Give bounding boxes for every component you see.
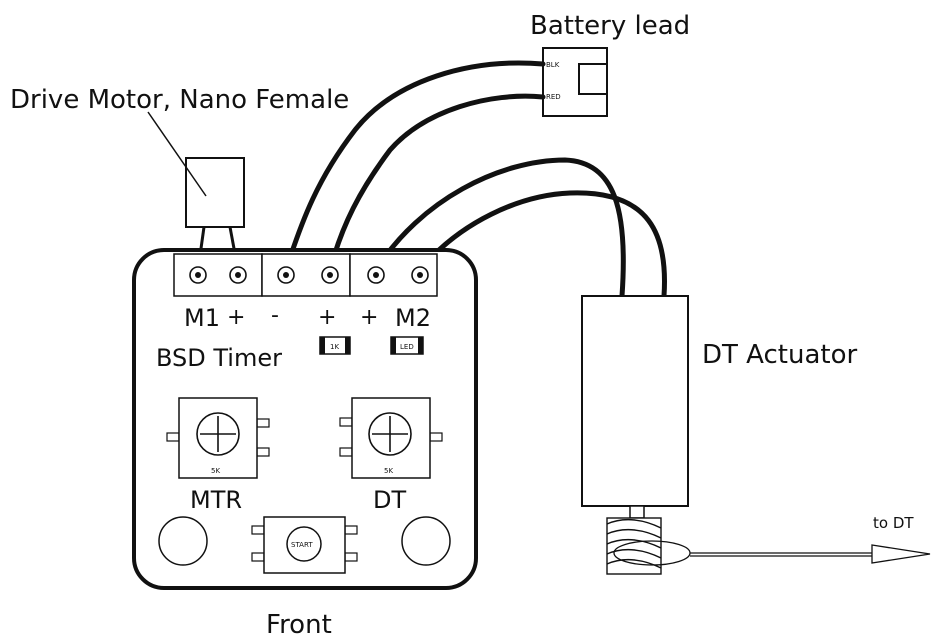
actuator-wire-2 bbox=[417, 190, 668, 299]
front-label: Front bbox=[266, 610, 332, 640]
dt-potentiometer: 5K bbox=[339, 397, 443, 479]
mounting-hole-right bbox=[401, 516, 451, 566]
to-dt-arrow bbox=[690, 544, 931, 564]
mtr-potentiometer: 5K bbox=[166, 397, 270, 479]
to-dt-label: to DT bbox=[873, 514, 914, 532]
resistor-value: 1K bbox=[330, 343, 339, 351]
battery-lead-label: Battery lead bbox=[530, 11, 690, 41]
dt-pot-value: 5K bbox=[384, 467, 393, 475]
dt-actuator bbox=[581, 295, 691, 575]
red-pin-label: RED bbox=[546, 93, 561, 101]
minus-label: - bbox=[271, 303, 279, 328]
led-component: LED bbox=[390, 336, 424, 355]
resistor-1k: 1K bbox=[319, 336, 351, 355]
m1-plus-label: + bbox=[227, 305, 245, 330]
drive-motor-leader-line bbox=[147, 111, 207, 197]
battery-wire-red bbox=[327, 93, 546, 273]
mounting-hole-left bbox=[158, 516, 208, 566]
m1-label: M1 bbox=[184, 304, 220, 332]
actuator-wires bbox=[373, 157, 668, 299]
mtr-label: MTR bbox=[190, 486, 242, 514]
plus-label-1: + bbox=[318, 305, 336, 330]
battery-wires bbox=[283, 60, 546, 273]
start-button: START bbox=[251, 516, 358, 574]
battery-wire-blk bbox=[283, 60, 546, 273]
plus-label-2: + bbox=[360, 305, 378, 330]
actuator-wire-1 bbox=[373, 157, 626, 299]
led-label: LED bbox=[400, 343, 414, 351]
start-label: START bbox=[291, 541, 313, 549]
terminal-block bbox=[173, 253, 438, 297]
bsd-timer-label: BSD Timer bbox=[156, 344, 282, 372]
m2-label: M2 bbox=[395, 304, 431, 332]
dt-actuator-label: DT Actuator bbox=[702, 340, 857, 370]
mtr-pot-value: 5K bbox=[211, 467, 220, 475]
blk-pin-label: BLK bbox=[546, 61, 560, 69]
dt-label: DT bbox=[373, 486, 406, 514]
timer-board: M1 + - + + M2 1K LED BSD Timer bbox=[132, 248, 478, 590]
battery-connector: BLK RED bbox=[542, 47, 608, 117]
drive-motor-label: Drive Motor, Nano Female bbox=[10, 85, 349, 115]
